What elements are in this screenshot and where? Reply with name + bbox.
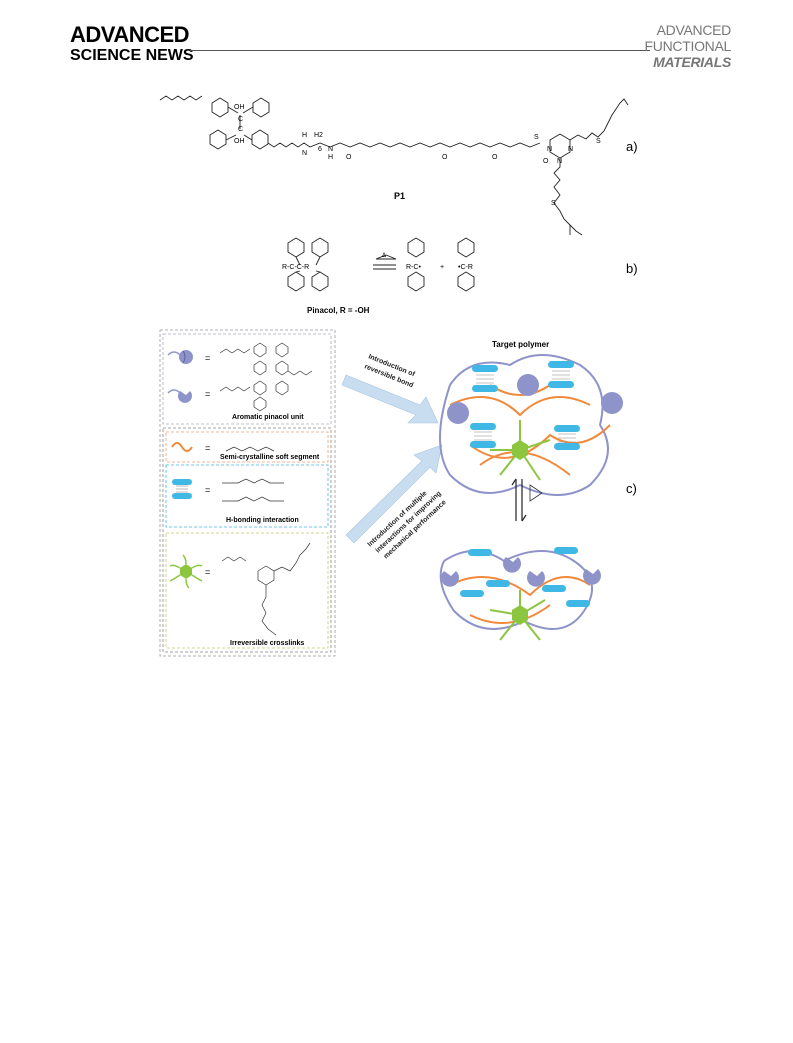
atom-c-1: C [238,116,243,123]
eq-plus: + [440,264,444,271]
caption-aromatic-pinacol: Aromatic pinacol unit [232,414,304,421]
eq-right: •C-R [458,264,473,271]
atom-o-2: O [442,154,448,161]
legend-box-hbond [165,464,329,528]
arrow-bottom-text-3: mechanical performance [383,499,448,560]
atom-oh-1: OH [234,104,245,111]
atom-s-1: S [534,134,539,141]
compound-label: P1 [394,191,405,201]
logo-right-line3: MATERIALS [653,54,731,70]
eq-heat: Δ [382,253,386,259]
panel-a-labels: OH OH C C H N H2 6 H N O O O O S N N N S… [234,104,601,207]
target-crosslink-node [512,440,528,460]
atom-c-2: C [238,126,243,133]
atom-h-2: H [328,154,333,161]
crosslink-icon [169,554,203,589]
header-rule [190,50,650,51]
heat-triangle [529,484,543,502]
page-header: ADVANCED SCIENCE NEWS ADVANCED FUNCTIONA… [0,0,793,70]
pinacol-unit-icon [167,350,193,364]
atom-o-1: O [346,154,352,161]
equals-2: = [205,389,210,399]
panel-a-label: a) [626,139,638,154]
eq-left: R-C-C-R [282,264,309,271]
panel-c-label: c) [626,481,637,496]
panel-b-text: R-C-C-R Δ R-C• + •C-R [282,253,473,271]
logo-advanced: ADVANCED [70,22,190,47]
equals-5: = [205,567,210,577]
journal-logo-right: ADVANCED FUNCTIONAL MATERIALS [644,22,732,70]
legend-structures [219,342,313,636]
legend-box-soft [165,431,329,463]
panel-b-rings [287,237,475,292]
legend-outer-box [159,329,336,657]
atom-h2-1: H2 [314,132,323,139]
legend-box-crosslink [165,532,329,649]
caption-hbond: H-bonding interaction [226,517,299,524]
arrow-multiple [345,444,443,544]
equals-3: = [205,443,210,453]
atom-s-3: S [551,200,556,207]
atom-6-1: 6 [318,146,322,153]
panel-b-label: b) [626,261,638,276]
hbond-icon [172,479,192,499]
pinacol-caption: Pinacol, R = -OH [307,306,370,315]
target-units [447,361,623,450]
dissociated-units [441,547,602,607]
panel-a [159,95,629,236]
soft-segment-icon [171,442,193,452]
atom-n-3: N [547,146,552,153]
logo-right-line1: ADVANCED [656,22,732,38]
equilibrium-arrows [511,478,527,522]
atom-n-2: N [328,146,333,153]
dissociated-crosslink-node [512,605,528,625]
radical-unit-icon [167,389,192,403]
legend-box-outer2 [162,427,332,653]
eq-mid: R-C• [406,264,421,271]
atom-o-4: O [543,158,549,165]
atom-n-1: N [302,150,307,157]
scheme-figure: OH OH C C H N H2 6 H N O O O O S N N N S… [159,95,638,657]
atom-h-1: H [302,132,307,139]
logo-science-news: SCIENCE NEWS [70,47,194,64]
atom-o-3: O [492,154,498,161]
target-polymer-title: Target polymer [492,340,549,349]
arrow-reversible [341,374,439,424]
atom-n-5: N [557,158,562,165]
equals-1: = [205,353,210,363]
logo-right-line2: FUNCTIONAL [644,38,732,54]
caption-soft-segment: Semi-crystalline soft segment [220,454,320,461]
journal-logo-left: ADVANCED SCIENCE NEWS [70,22,194,65]
atom-oh-2: OH [234,138,245,145]
equals-4: = [205,485,210,495]
legend-box-pinacol [162,333,332,425]
atom-n-4: N [568,146,573,153]
atom-s-2: S [596,138,601,145]
caption-crosslinks: Irreversible crosslinks [230,640,304,647]
